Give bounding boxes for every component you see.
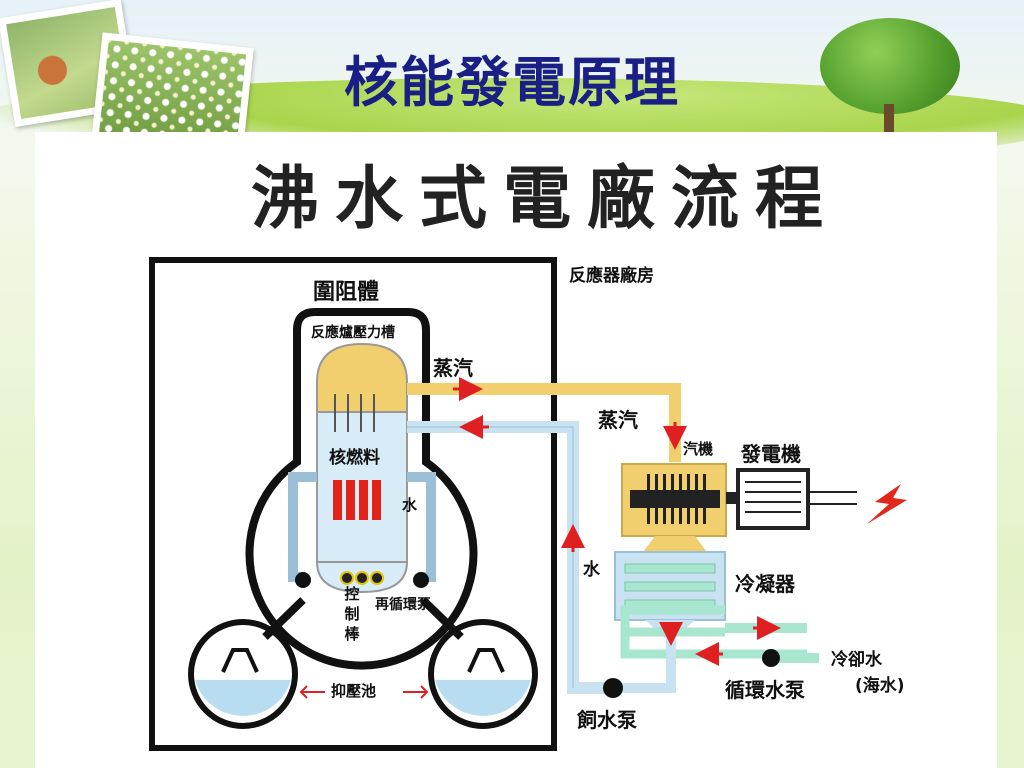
suppression-pool-label: 抑壓池 [331,682,377,700]
reactor-building-wall [149,257,557,751]
pressure-vessel-label: 反應爐壓力槽 [311,325,395,341]
condenser-label: 冷凝器 [735,572,795,596]
reactor-building-label: 反應器廠房 [569,266,654,286]
water-label-inside: 水 [402,496,418,514]
suppression-pool-right [420,597,538,729]
turbine [621,463,744,552]
steam-label-top: 蒸汽 [433,356,473,380]
recirculation-pump-label: 再循環泵 [375,597,431,613]
generator-label: 發電機 [741,442,801,466]
circulating-water-pump-label: 循環水泵 [725,678,805,702]
left-right-arrow-icon [299,685,429,699]
turbine-label: 汽機 [683,440,714,458]
steam-label-right: 蒸汽 [598,408,638,432]
circulating-water-pump [762,649,780,667]
control-rod-drives [340,571,384,585]
diagram-panel: 沸水式電廠流程 圍阻體 反應器廠房 反應爐壓力槽 蒸汽 蒸汽 核燃料 水 控制棒… [35,132,997,768]
feedwater-pump-label: 飼水泵 [577,708,637,732]
recirculation-pump-left [295,572,311,588]
generator [736,468,857,530]
slide-title: 核能發電原理 [344,50,680,114]
reactor-pressure-vessel [315,342,409,594]
bwr-diagram [149,257,907,751]
water-label-return: 水 [583,560,600,580]
lightning-icon [867,484,907,524]
flow-arrow-icon [453,377,781,666]
seawater-label: (海水) [855,676,905,696]
containment-label: 圍阻體 [313,280,380,305]
feedwater-pump [603,678,623,698]
suppression-pool-left [188,597,306,729]
cooling-water-label: 冷卻水 [831,650,882,670]
nuclear-fuel-rods [333,480,381,520]
recirculation-pump-right [413,572,429,588]
nuclear-fuel-label: 核燃料 [329,448,380,468]
diagram-title: 沸水式電廠流程 [250,160,839,239]
control-rods-label: 控制棒 [344,585,360,643]
decorative-tree-icon [820,18,960,138]
